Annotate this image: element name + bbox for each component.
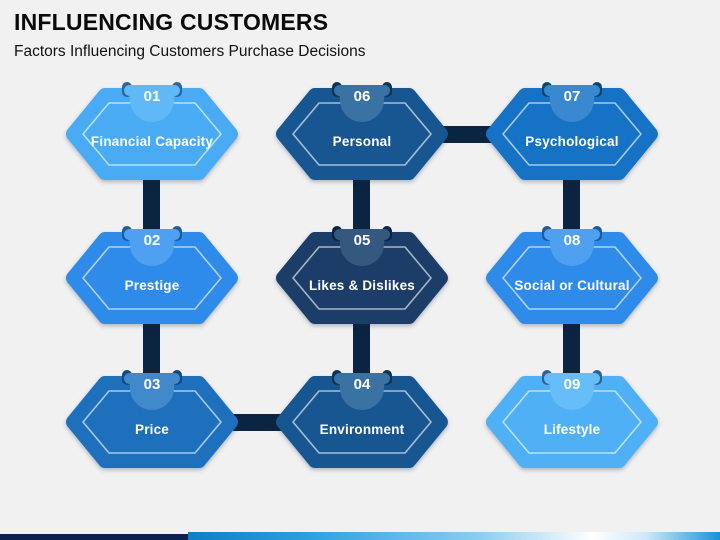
hexagon-social-or-cultural: 08 Social or Cultural <box>486 226 658 324</box>
hexagon-personal: 06 Personal <box>276 82 448 180</box>
connector-04-05 <box>353 316 370 384</box>
hexagon-psychological: 07 Psychological <box>486 82 658 180</box>
hexagon-price: 03 Price <box>66 370 238 468</box>
number-badge: 08 <box>542 226 602 266</box>
badge-tag: 04 <box>340 373 384 410</box>
hexagon-number: 08 <box>563 232 581 249</box>
connector-05-06 <box>353 172 370 240</box>
hexagon-label: Financial Capacity <box>90 134 214 149</box>
connector-07-08 <box>563 172 580 240</box>
hexagon-shape <box>276 232 448 324</box>
badge-tag: 05 <box>340 229 384 266</box>
hexagon-label: Prestige <box>124 278 180 293</box>
hexagon-shape <box>486 232 658 324</box>
hexagon-shape <box>276 376 448 468</box>
hexagon-shape <box>66 232 238 324</box>
number-badge: 05 <box>332 226 392 266</box>
number-badge: 06 <box>332 82 392 122</box>
hexagon-number: 09 <box>563 376 581 393</box>
connector-08-09 <box>563 316 580 384</box>
hexagon-shape <box>66 376 238 468</box>
hexagon-label: Environment <box>319 422 405 437</box>
hexagon-number: 07 <box>563 88 581 105</box>
hexagon-number: 04 <box>353 376 371 393</box>
hexagon-shape <box>276 88 448 180</box>
footer-bar-gradient <box>188 532 720 540</box>
badge-tag: 02 <box>130 229 174 266</box>
number-badge: 04 <box>332 370 392 410</box>
hexagon-label: Psychological <box>525 134 619 149</box>
hexagon-shape <box>486 376 658 468</box>
hexagon-label: Personal <box>332 134 392 149</box>
badge-tag: 01 <box>130 85 174 122</box>
hexagon-label: Likes & Dislikes <box>308 278 415 293</box>
page-subtitle: Factors Influencing Customers Purchase D… <box>14 42 366 60</box>
number-badge: 03 <box>122 370 182 410</box>
hexagon-number: 06 <box>353 88 371 105</box>
number-badge: 07 <box>542 82 602 122</box>
connector-03-04 <box>220 414 296 431</box>
hexagon-shape <box>66 88 238 180</box>
badge-tag: 09 <box>550 373 594 410</box>
connector-01-02 <box>143 172 160 240</box>
number-badge: 09 <box>542 370 602 410</box>
hexagon-prestige: 02 Prestige <box>66 226 238 324</box>
hexagon-number: 02 <box>143 232 161 249</box>
page-title: INFLUENCING CUSTOMERS <box>14 9 329 35</box>
hexagon-environment: 04 Environment <box>276 370 448 468</box>
header: INFLUENCING CUSTOMERS Factors Influencin… <box>14 8 365 61</box>
hexagon-number: 01 <box>143 88 161 105</box>
hexagon-label: Social or Cultural <box>514 278 630 293</box>
badge-tag: 08 <box>550 229 594 266</box>
badge-tag: 07 <box>550 85 594 122</box>
badge-tag: 03 <box>130 373 174 410</box>
footer-bar-navy <box>0 534 188 540</box>
connector-02-03 <box>143 316 160 384</box>
hexagon-shape <box>486 88 658 180</box>
hexagon-number: 03 <box>143 376 161 393</box>
hexagon-number: 05 <box>353 232 371 249</box>
hexagon-label: Lifestyle <box>543 422 601 437</box>
hexagon-lifestyle: 09 Lifestyle <box>486 370 658 468</box>
badge-tag: 06 <box>340 85 384 122</box>
hexagon-financial-capacity: 01 Financial Capacity <box>66 82 238 180</box>
hexagon-likes-dislikes: 05 Likes & Dislikes <box>276 226 448 324</box>
hexagon-label: Price <box>134 422 170 437</box>
number-badge: 01 <box>122 82 182 122</box>
number-badge: 02 <box>122 226 182 266</box>
